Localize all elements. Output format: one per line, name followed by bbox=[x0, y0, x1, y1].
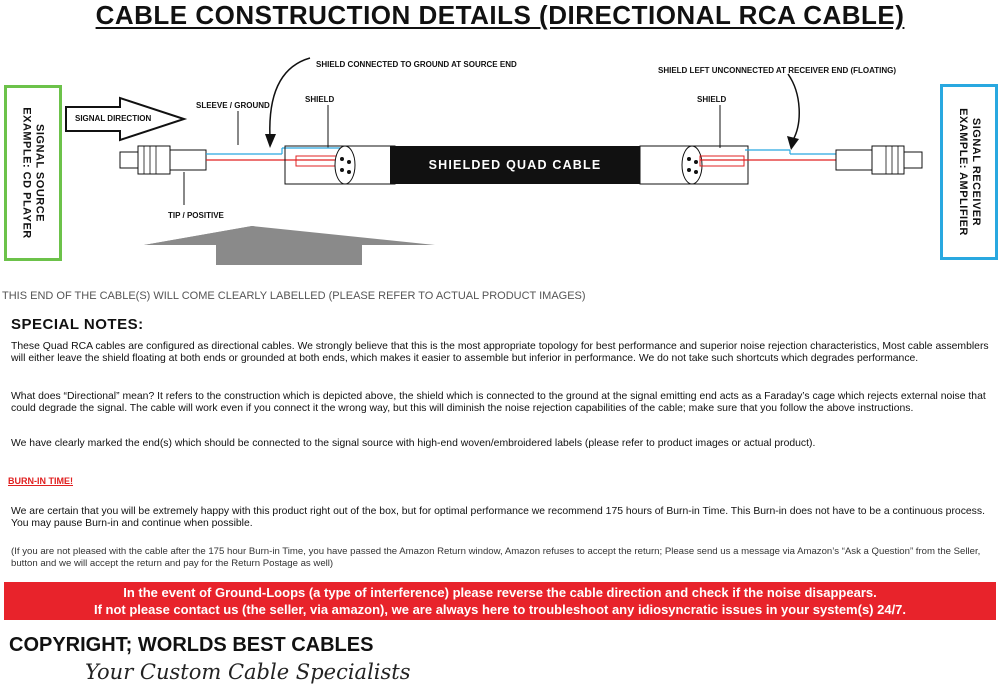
notes-paragraph-3: We have clearly marked the end(s) which … bbox=[11, 438, 816, 449]
shield-floating-label: SHIELD LEFT UNCONNECTED AT RECEIVER END … bbox=[658, 66, 897, 75]
shield-left-label: SHIELD bbox=[305, 95, 335, 104]
shield-grounded-label: SHIELD CONNECTED TO GROUND AT SOURCE END bbox=[316, 60, 517, 69]
signal-direction-arrow bbox=[65, 96, 188, 142]
burn-in-heading: BURN-IN TIME! bbox=[8, 476, 73, 486]
signal-receiver-box: SIGNAL RECEIVER EXAMPLE: AMPLIFIER bbox=[940, 84, 998, 260]
shield-floating-callout bbox=[787, 73, 800, 141]
alert-line-2: If not please contact us (the seller, vi… bbox=[93, 602, 907, 617]
return-policy-paragraph: (If you are not pleased with the cable a… bbox=[11, 546, 981, 569]
notes-paragraph-1: These Quad RCA cables are configured as … bbox=[11, 341, 989, 364]
page-title: CABLE CONSTRUCTION DETAILS (DIRECTIONAL … bbox=[95, 0, 905, 30]
sleeve-ground-label: SLEEVE / GROUND bbox=[196, 101, 270, 110]
tip-positive-label: TIP / POSITIVE bbox=[168, 211, 224, 220]
shield-right-label: SHIELD bbox=[697, 95, 727, 104]
special-notes-heading: SPECIAL NOTES: bbox=[11, 316, 144, 333]
ground-loop-alert: In the event of Ground-Loops (a type of … bbox=[4, 582, 996, 620]
alert-line-1: In the event of Ground-Loops (a type of … bbox=[123, 585, 877, 600]
label-end-note: THIS END OF THE CABLE(S) WILL COME CLEAR… bbox=[2, 290, 586, 302]
cable-jacket-label: SHIELDED QUAD CABLE bbox=[428, 158, 602, 172]
burn-in-paragraph: We are certain that you will be extremel… bbox=[11, 506, 985, 529]
signal-direction-label: SIGNAL DIRECTION bbox=[75, 114, 152, 123]
cable-diagram bbox=[65, 57, 923, 265]
shield-grounded-callout bbox=[269, 57, 311, 139]
signal-source-box: SIGNAL SOURCE EXAMPLE: CD PLAYER bbox=[4, 85, 62, 261]
tagline-text: Your Custom Cable Specialists bbox=[85, 660, 411, 684]
copyright-text: COPYRIGHT; WORLDS BEST CABLES bbox=[9, 634, 374, 656]
notes-paragraph-2: What does “Directional” mean? It refers … bbox=[11, 391, 986, 414]
